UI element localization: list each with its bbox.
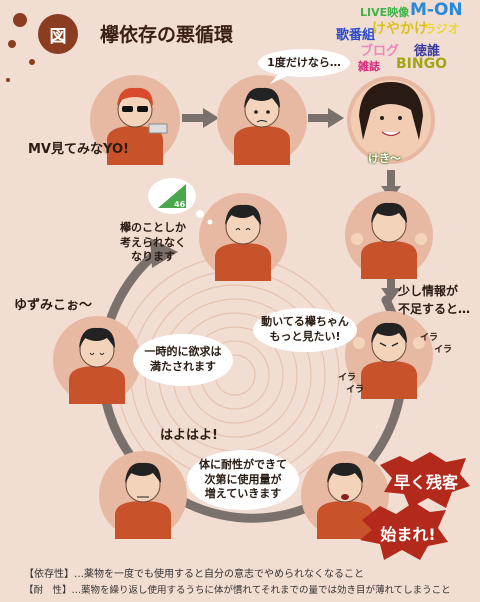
deco-radio: ラジオ [424,22,460,36]
footer-def-tolerance: …薬物を繰り返し使用するうちに体が慣れてそれまでの量では効き目が薄れてしまうこと [71,585,451,596]
page-title: 欅依存の悪循環 [100,24,234,46]
title-badge: 図 [38,14,78,54]
bubble-keyaki: 欅のことしか 考えられなく なります [120,220,186,264]
bubble-temporary: 一時的に欲求は 満たされます [144,345,222,373]
deco-live-video: LIVE映像 [360,6,410,19]
burst-start: 始まれ! [380,525,436,544]
logo-46: 46 [174,200,186,209]
label-ira-2: イラ [434,345,453,355]
label-yuzumi: ゆずみこぉ～ [14,298,93,313]
burst-shapes [360,452,470,560]
footer-def-dependence: …薬物を一度でも使用すると自分の意志でやめられなくなること [74,569,364,580]
deco-magazine: 雑誌 [358,60,380,73]
deco-m-on: M-ON [410,0,463,20]
label-mv: MV見てみなYO! [28,142,129,157]
label-shortage: 少し情報が 不足すると… [398,284,471,316]
footer-dependence: 【依存性】…薬物を一度でも使用すると自分の意志でやめられなくなること [24,565,364,580]
footer-term-dependence: 【依存性】 [24,569,74,580]
deco-tokudare: 徳誰 [414,44,441,59]
photo-caption: けき〜 [368,152,401,165]
bubble-moving: 動いてる欅ちゃん もっと見たい! [261,315,349,343]
person-figures [69,80,431,539]
deco-blog: ブログ [360,44,400,59]
footer-tolerance: 【耐 性】…薬物を繰り返し使用するうちに体が慣れてそれまでの量では効き目が薄れて… [24,582,451,596]
burst-early: 早く残客 [393,473,458,492]
deco-bingo: BINGO [396,56,447,72]
footer-term-tolerance: 【耐 性】 [24,585,72,596]
logo-thought-bubble [148,178,213,225]
bubble-tolerance: 体に耐性ができて 次第に使用量が 増えていきます [199,457,287,501]
label-ira-3: イラ [338,373,357,383]
speech-shapes [133,49,357,510]
label-hayo: はよはよ! [160,428,218,443]
deco-keyakake: けやかけ [372,21,428,37]
cycle-loop-head [150,238,178,268]
label-ira-1: イラ [420,333,439,343]
deco-music-show: 歌番組 [336,28,376,43]
bubble-once: 1度だけなら… [267,55,341,69]
label-ira-4: イラ [346,385,365,395]
brush-splatter [6,13,35,82]
top-row-arrows [182,114,395,290]
